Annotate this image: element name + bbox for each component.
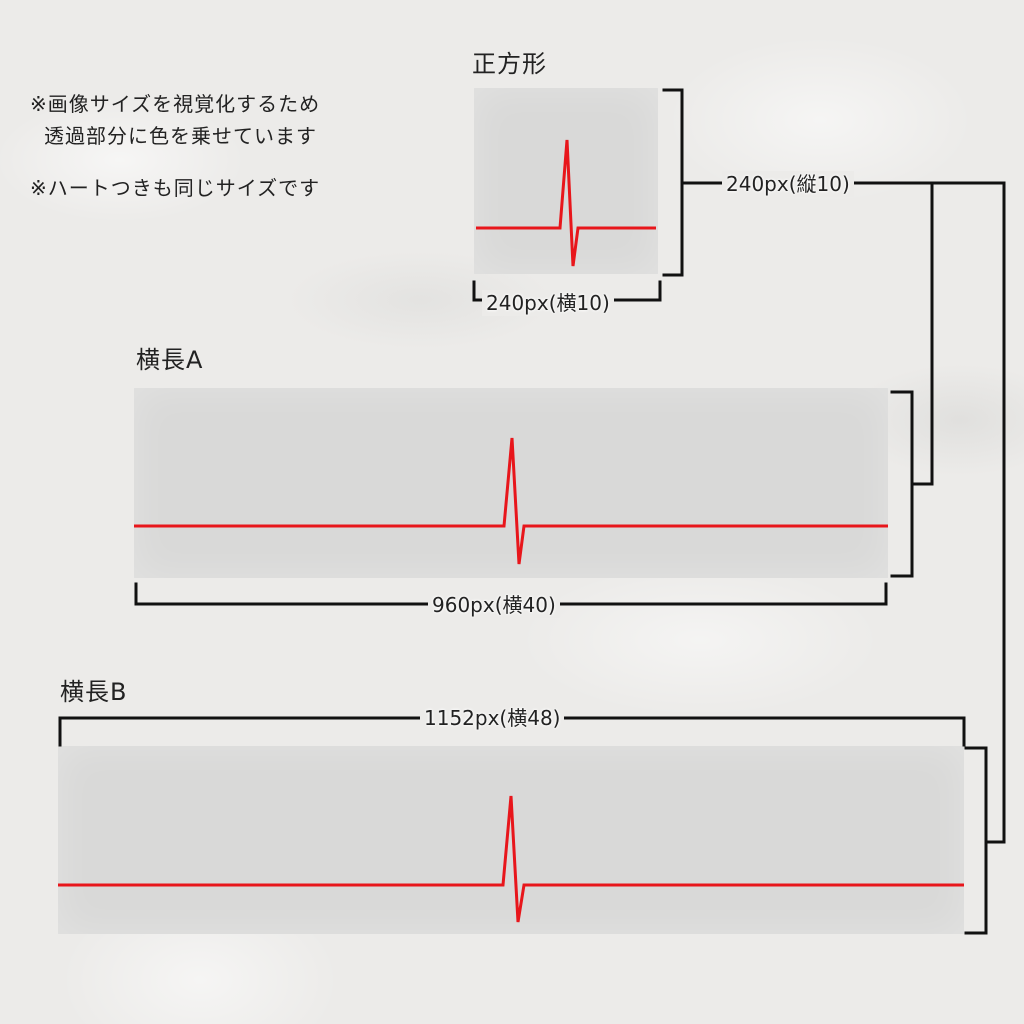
square-title: 正方形 — [472, 50, 547, 78]
height-label: 240px(縦10) — [722, 171, 854, 197]
wide-b-panel — [58, 746, 964, 934]
ecg-line-square — [476, 139, 656, 267]
ecg-line-wide-a — [134, 437, 888, 565]
note-line-2: 透過部分に色を乗せています — [44, 124, 317, 148]
ecg-line-wide-b — [58, 795, 964, 923]
note-line-3: ※ハートつきも同じサイズです — [30, 176, 321, 200]
note-line-1: ※画像サイズを視覚化するため — [30, 92, 321, 116]
wide-b-width-label: 1152px(横48) — [420, 705, 565, 731]
square-panel — [474, 88, 658, 274]
wide-b-title: 横長B — [60, 678, 128, 706]
square-width-label: 240px(横10) — [482, 290, 614, 316]
wide-a-title: 横長A — [136, 346, 204, 374]
wide-a-panel — [134, 388, 888, 578]
wide-a-width-label: 960px(横40) — [428, 592, 560, 618]
